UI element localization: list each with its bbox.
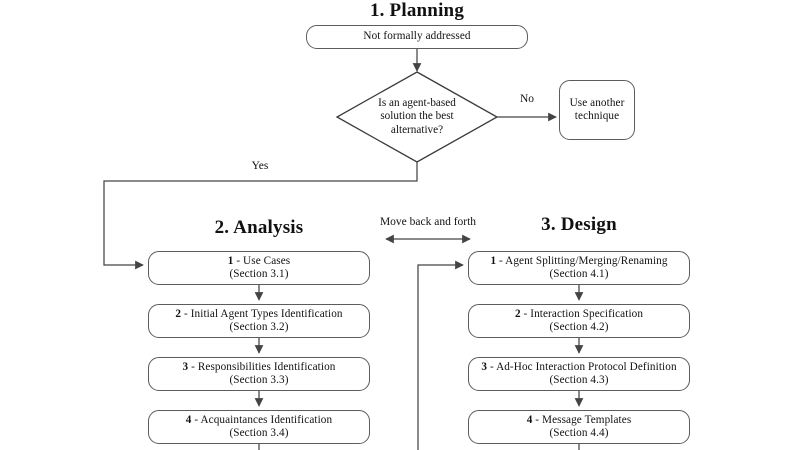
node-design-step-2[interactable]: 2 - Interaction Specification (Section 4… <box>468 304 690 338</box>
node-analysis-step-1-label: - Use Cases <box>233 254 291 267</box>
edge-label-no: No <box>519 93 535 105</box>
node-design-step-3[interactable]: 3 - Ad-Hoc Interaction Protocol Definiti… <box>468 357 690 391</box>
node-use-another-technique[interactable]: Use another technique <box>559 80 635 140</box>
node-design-step-3-section: (Section 4.3) <box>549 374 609 386</box>
node-analysis-step-2[interactable]: 2 - Initial Agent Types Identification (… <box>148 304 370 338</box>
node-analysis-step-3-label: - Responsibilities Identification <box>188 360 336 373</box>
node-design-step-1-number: 1 <box>490 254 497 267</box>
node-design-step-1[interactable]: 1 - Agent Splitting/Merging/Renaming (Se… <box>468 251 690 285</box>
edge-label-move-back-and-forth: Move back and forth <box>379 216 477 228</box>
node-design-step-4-title: 4 - Message Templates <box>527 414 632 427</box>
node-design-step-1-section: (Section 4.1) <box>549 268 609 280</box>
decision-label: Is an agent-based solution the best alte… <box>337 97 497 137</box>
node-analysis-step-2-title: 2 - Initial Agent Types Identification <box>175 308 342 321</box>
node-design-step-1-label: - Agent Splitting/Merging/Renaming <box>496 254 668 267</box>
node-analysis-step-4-number: 4 <box>185 413 192 426</box>
node-analysis-step-3[interactable]: 3 - Responsibilities Identification (Sec… <box>148 357 370 391</box>
node-design-step-4-section: (Section 4.4) <box>549 427 609 439</box>
node-design-step-2-number: 2 <box>514 307 521 320</box>
connector-yes-branch <box>103 162 418 270</box>
decision-label-line1: Is an agent-based <box>378 97 456 109</box>
node-analysis-step-4-label: - Acquaintances Identification <box>191 413 333 426</box>
node-analysis-step-1-number: 1 <box>227 254 234 267</box>
node-design-step-3-label: - Ad-Hoc Interaction Protocol Definition <box>487 360 677 373</box>
node-analysis-step-3-title: 3 - Responsibilities Identification <box>183 361 336 374</box>
node-analysis-step-3-number: 3 <box>182 360 189 373</box>
node-design-step-4[interactable]: 4 - Message Templates (Section 4.4) <box>468 410 690 444</box>
node-design-step-1-title: 1 - Agent Splitting/Merging/Renaming <box>490 255 667 268</box>
node-design-step-2-section: (Section 4.2) <box>549 321 609 333</box>
node-design-step-3-title: 3 - Ad-Hoc Interaction Protocol Definiti… <box>481 361 676 374</box>
node-use-another-technique-line2: technique <box>574 110 620 122</box>
node-analysis-step-4-section: (Section 3.4) <box>229 427 289 439</box>
node-design-step-4-number: 4 <box>526 413 533 426</box>
phase-title-planning: 1. Planning <box>369 0 465 21</box>
edge-label-yes: Yes <box>251 160 269 172</box>
node-design-step-4-label: - Message Templates <box>532 413 632 426</box>
node-design-step-2-title: 2 - Interaction Specification <box>515 308 643 321</box>
decision-label-line2: solution the best <box>380 110 454 123</box>
node-design-step-2-label: - Interaction Specification <box>520 307 644 320</box>
node-analysis-step-3-section: (Section 3.3) <box>229 374 289 386</box>
node-analysis-step-4-title: 4 - Acquaintances Identification <box>186 414 332 427</box>
node-analysis-step-1[interactable]: 1 - Use Cases (Section 3.1) <box>148 251 370 285</box>
node-use-another-technique-line1: Use another <box>569 96 625 109</box>
node-not-formally-addressed-label: Not formally addressed <box>363 30 471 43</box>
node-not-formally-addressed[interactable]: Not formally addressed <box>306 25 528 49</box>
node-analysis-step-2-number: 2 <box>175 307 182 320</box>
node-design-step-3-number: 3 <box>481 360 488 373</box>
node-analysis-step-1-section: (Section 3.1) <box>229 268 289 280</box>
node-analysis-step-2-section: (Section 3.2) <box>229 321 289 333</box>
decision-label-line3: alternative? <box>390 123 444 136</box>
phase-title-analysis: 2. Analysis <box>214 217 304 238</box>
phase-title-design: 3. Design <box>541 214 617 235</box>
node-analysis-step-4[interactable]: 4 - Acquaintances Identification (Sectio… <box>148 410 370 444</box>
node-analysis-step-2-label: - Initial Agent Types Identification <box>181 307 343 320</box>
node-analysis-step-1-title: 1 - Use Cases <box>228 255 291 268</box>
connector-into-design-1 <box>417 260 464 450</box>
